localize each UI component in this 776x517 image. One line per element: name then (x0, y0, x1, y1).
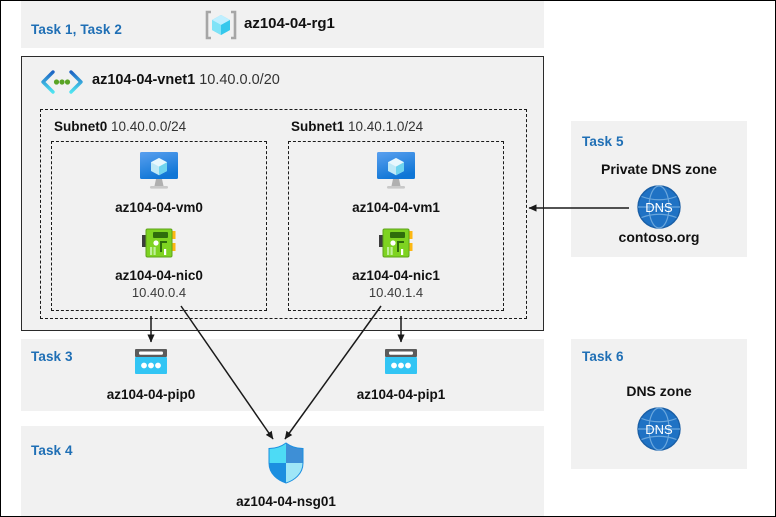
vnet-container: az104-04-vnet1 10.40.0.0/20 Subnet0 10.4… (21, 56, 544, 331)
network-interface-icon (378, 227, 414, 266)
nsg-node[interactable]: az104-04-nsg01 (196, 441, 376, 511)
task-label-1-2: Task 1, Task 2 (31, 22, 122, 37)
network-interface-icon (141, 227, 177, 266)
subnet1-title: Subnet1 10.40.1.0/24 (291, 119, 423, 134)
task-label-4: Task 4 (31, 443, 73, 458)
nic0-label: az104-04-nic0 (115, 268, 203, 283)
pip1-node[interactable]: az104-04-pip1 (311, 346, 491, 404)
nsg-label: az104-04-nsg01 (236, 494, 336, 509)
public-ip-address-icon (132, 346, 170, 383)
nic0-icon-wrap (69, 227, 249, 266)
subnets-outer-boundary (40, 109, 527, 319)
vm0-label: az104-04-vm0 (115, 200, 203, 215)
public-ip-address-icon (382, 346, 420, 383)
nic1-node[interactable]: az104-04-nic1 10.40.1.4 (306, 227, 486, 301)
pip1-label: az104-04-pip1 (356, 387, 446, 402)
nsg-icon-wrap (196, 441, 376, 490)
private-dns-zone-name: contoso.org (618, 229, 700, 245)
nic1-icon-wrap (306, 227, 486, 266)
vm1-label: az104-04-vm1 (352, 200, 440, 215)
vnet-name: az104-04-vnet1 (92, 72, 196, 88)
resource-group-name: az104-04-rg1 (244, 15, 335, 32)
vm1-node[interactable]: az104-04-vm1 (306, 150, 486, 217)
subnet1-cidr: 10.40.1.0/24 (348, 119, 424, 134)
svg-text:DNS: DNS (645, 422, 673, 437)
pip1-icon-wrap (311, 346, 491, 383)
private-dns-zone-heading: Private DNS zone (601, 161, 717, 177)
vm1-icon-wrap (306, 150, 486, 197)
dns-zone-heading: DNS zone (626, 383, 692, 399)
network-security-group-shield-icon (266, 441, 306, 490)
dns-globe-icon: DNS (635, 407, 683, 457)
virtual-machine-icon (137, 150, 181, 197)
nic0-ip: 10.40.0.4 (131, 284, 187, 300)
nic1-label: az104-04-nic1 (352, 268, 440, 283)
vm0-node[interactable]: az104-04-vm0 (69, 150, 249, 217)
vnet-cidr: 10.40.0.0/20 (199, 72, 280, 88)
public-ip-panel (21, 339, 544, 411)
subnet1-name: Subnet1 (291, 119, 345, 134)
nic1-ip: 10.40.1.4 (368, 284, 424, 300)
task-label-6: Task 6 (582, 349, 624, 364)
dns-zone-icon-wrap[interactable]: DNS (571, 405, 747, 458)
pip0-label: az104-04-pip0 (106, 387, 196, 402)
subnet0-name: Subnet0 (54, 119, 108, 134)
private-dns-zone-icon-wrap[interactable]: DNS (571, 183, 747, 236)
resource-group-cube-icon (204, 9, 238, 41)
dns-globe-icon: DNS (635, 185, 683, 235)
vnet-title: az104-04-vnet1 10.40.0.0/20 (92, 72, 280, 88)
subnet0-cidr: 10.40.0.0/24 (111, 119, 187, 134)
virtual-machine-icon (374, 150, 418, 197)
pip0-icon-wrap (61, 346, 241, 383)
resource-group-panel (21, 1, 544, 48)
virtual-network-icon (40, 69, 84, 95)
pip0-node[interactable]: az104-04-pip0 (61, 346, 241, 404)
task-label-3: Task 3 (31, 349, 73, 364)
subnet0-title: Subnet0 10.40.0.0/24 (54, 119, 186, 134)
vm0-icon-wrap (69, 150, 249, 197)
nic0-node[interactable]: az104-04-nic0 10.40.0.4 (69, 227, 249, 301)
task-label-5: Task 5 (582, 134, 624, 149)
svg-text:DNS: DNS (645, 200, 673, 215)
